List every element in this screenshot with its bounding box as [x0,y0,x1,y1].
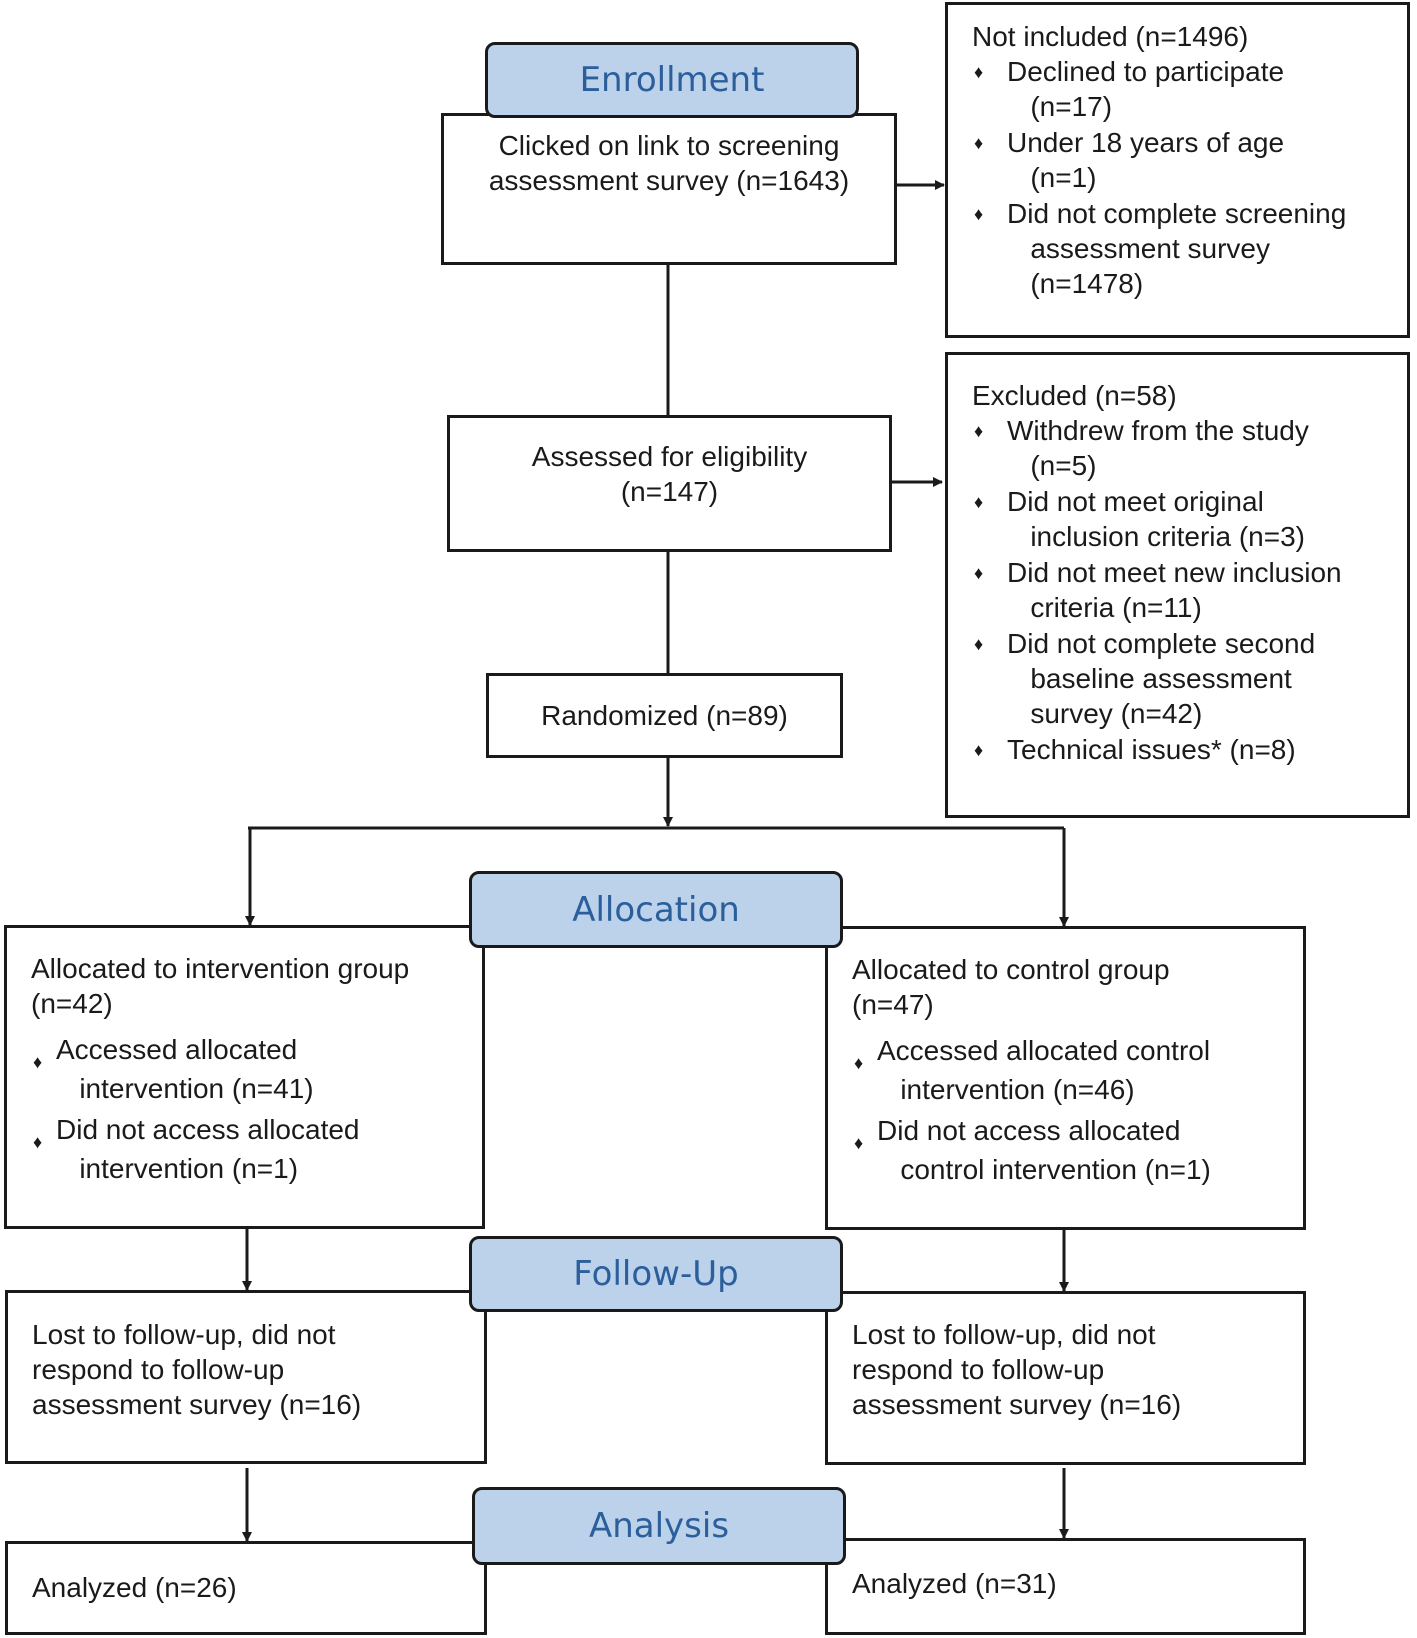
bullet-icon: ♦ [854,1053,864,1073]
randomized-box: Randomized (n=89) [486,673,843,758]
control-allocation-title: Allocated to control group (n=47) [852,954,1170,1020]
clicked-link-box: Clicked on link to screening assessment … [441,113,897,265]
control-allocation-item: Accessed allocated control intervention … [877,1035,1211,1105]
intervention-analysis-box: Analyzed (n=26) [5,1541,487,1635]
bullet-icon: ♦ [33,1052,43,1072]
not-included-item: Under 18 years of age (n=1) [1007,127,1285,193]
intervention-followup-text: Lost to follow-up, did not respond to fo… [32,1319,362,1420]
bullet-icon: ♦ [974,133,984,153]
control-followup-text: Lost to follow-up, did not respond to fo… [852,1319,1182,1420]
stage-allocation: Allocation [469,871,843,948]
bullet-icon: ♦ [974,62,984,82]
not-included-title: Not included (n=1496) [972,21,1249,52]
control-followup-box: Lost to follow-up, did not respond to fo… [825,1291,1306,1465]
intervention-allocation-item: Did not access allocated intervention (n… [56,1114,360,1184]
excluded-title: Excluded (n=58) [972,380,1177,411]
excluded-item: Technical issues* (n=8) [1007,734,1296,765]
bullet-icon: ♦ [974,740,984,760]
assessed-text: Assessed for eligibility (n=147) [531,441,808,507]
excluded-item: Withdrew from the study (n=5) [1007,415,1309,481]
not-included-box: Not included (n=1496) ♦ Declined to part… [945,2,1410,338]
excluded-box: Excluded (n=58) ♦ Withdrew from the stud… [945,352,1410,818]
bullet-icon: ♦ [854,1133,864,1153]
bullet-icon: ♦ [974,421,984,441]
control-analysis-box: Analyzed (n=31) [825,1538,1306,1635]
stage-followup: Follow-Up [469,1236,843,1312]
intervention-allocation-item: Accessed allocated intervention (n=41) [56,1034,314,1104]
bullet-icon: ♦ [33,1132,43,1152]
control-allocation-item: Did not access allocated control interve… [877,1115,1211,1185]
bullet-icon: ♦ [974,204,984,224]
assessed-box: Assessed for eligibility (n=147) [447,415,892,552]
intervention-followup-box: Lost to follow-up, did not respond to fo… [5,1290,487,1464]
excluded-item: Did not meet new inclusion criteria (n=1… [1007,557,1342,623]
clicked-link-text: Clicked on link to screening assessment … [488,130,850,196]
not-included-item: Did not complete screening assessment su… [1007,198,1347,299]
stage-enrollment: Enrollment [485,42,859,118]
randomized-text: Randomized (n=89) [541,700,788,731]
intervention-allocation-box: Allocated to intervention group (n=42) ♦… [4,925,485,1229]
intervention-allocation-title: Allocated to intervention group (n=42) [31,953,410,1019]
not-included-item: Declined to participate (n=17) [1007,56,1285,122]
control-allocation-box: Allocated to control group (n=47) ♦ Acce… [825,926,1306,1230]
control-analysis-text: Analyzed (n=31) [852,1568,1057,1599]
excluded-item: Did not complete second baseline assessm… [1007,628,1316,729]
bullet-icon: ♦ [974,563,984,583]
bullet-icon: ♦ [974,634,984,654]
intervention-analysis-text: Analyzed (n=26) [32,1572,237,1603]
stage-analysis: Analysis [472,1487,846,1565]
bullet-icon: ♦ [974,492,984,512]
excluded-item: Did not meet original inclusion criteria… [1007,486,1306,552]
